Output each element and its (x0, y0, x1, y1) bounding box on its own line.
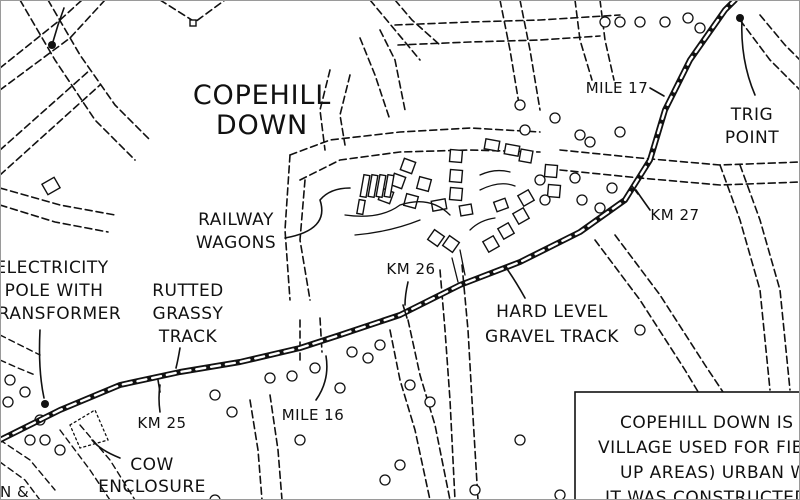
hard-track-label-1: HARD LEVEL (496, 302, 608, 322)
railway-wagons-label-1: RAILWAY (198, 210, 274, 230)
cow-enclosure-label-2: ENCLOSURE (98, 477, 206, 497)
place-title-line-1: COPEHILL (193, 80, 331, 111)
map-labels: COPEHILL DOWN RAILWAY WAGONS ELECTRICITY… (0, 79, 779, 500)
electricity-pole-label-2: POLE WITH (5, 281, 104, 301)
electricity-pole-label-1: ELECTRICITY (0, 258, 109, 278)
trig-point-label-2: POINT (725, 128, 779, 148)
cow-enclosure (69, 409, 109, 449)
rutted-track-label-1: RUTTED (152, 281, 224, 301)
mile16-label: MILE 16 (282, 406, 345, 424)
main-track (0, 0, 738, 443)
cow-enclosure-label-1: COW (130, 455, 174, 475)
info-box-line-4: IT WAS CONSTRUCTED IN (605, 488, 800, 500)
km25-label: KM 25 (137, 414, 186, 432)
place-title-line-2: DOWN (216, 110, 308, 141)
info-box-line-2: VILLAGE USED FOR FIBU (598, 438, 800, 458)
info-box-line-1: COPEHILL DOWN IS A (620, 413, 800, 433)
railway-wagons (356, 173, 395, 216)
info-box: COPEHILL DOWN IS A VILLAGE USED FOR FIBU… (574, 391, 800, 500)
electricity-pole-label-3: TRANSFORMER (0, 304, 121, 324)
pointer-lines (38, 14, 756, 459)
trig-point-label-1: TRIG (730, 105, 773, 125)
railway-wagons-label-2: WAGONS (196, 233, 276, 253)
corner-text-label: N & (0, 483, 29, 500)
top-left-features (40, 7, 197, 196)
km27-label: KM 27 (650, 206, 699, 224)
rutted-track-label-2: GRASSY (153, 304, 224, 324)
km26-label: KM 26 (386, 260, 435, 278)
hard-track-label-2: GRAVEL TRACK (485, 327, 619, 347)
mile17-label: MILE 17 (586, 79, 649, 97)
rutted-track-label-3: TRACK (158, 327, 218, 347)
info-box-line-3: UP AREAS) URBAN WA (620, 463, 800, 483)
